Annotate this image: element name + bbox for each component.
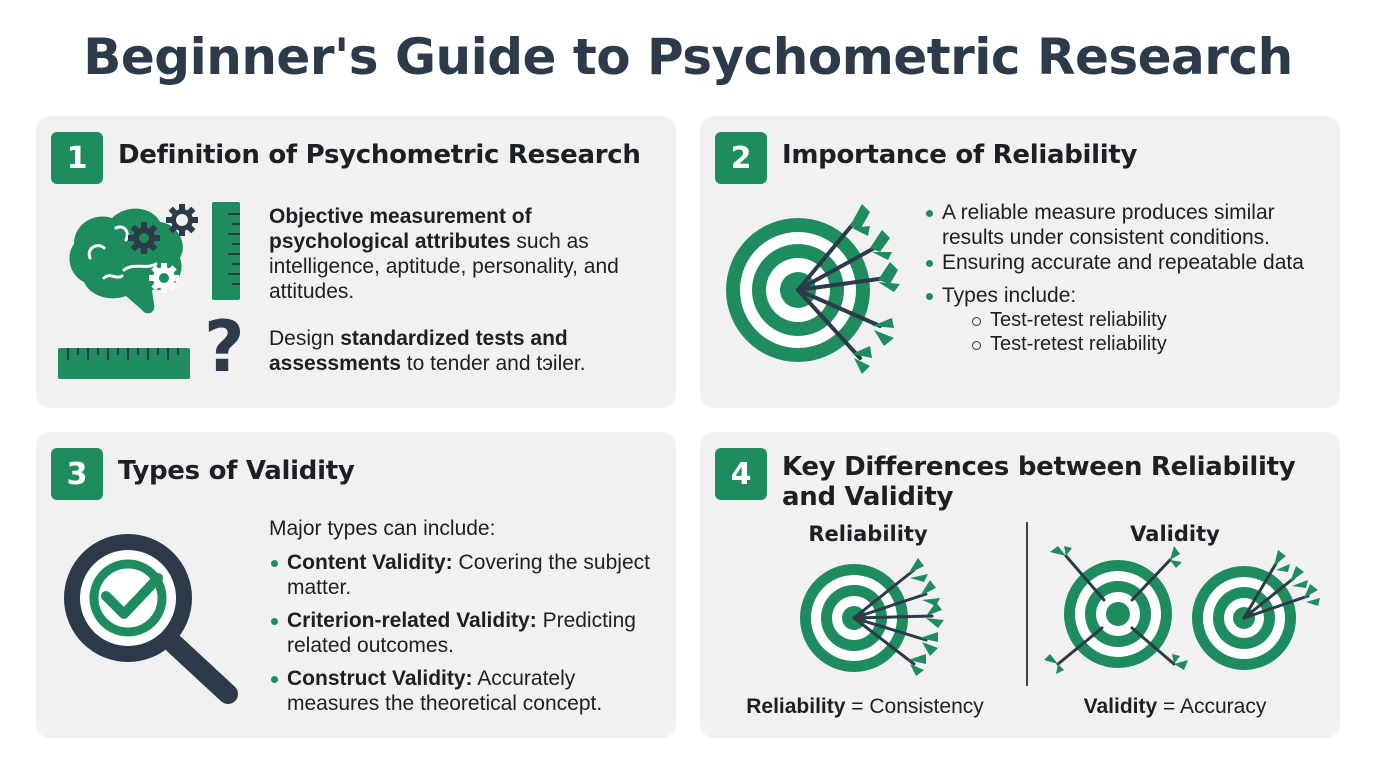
- validity-caption: Validity = Accuracy: [1060, 695, 1290, 719]
- caption-text: = Accuracy: [1157, 695, 1267, 718]
- list-item: Construct Validity: Accurately measures …: [269, 666, 669, 716]
- clustered-target-icon: [1192, 550, 1320, 670]
- section-number-badge: 3: [51, 448, 103, 500]
- section-number-badge: 4: [715, 448, 767, 500]
- magnifier-check-icon: [64, 534, 238, 704]
- section-differences-card: 4 Key Differences between Reliability an…: [700, 432, 1340, 738]
- validity-desc: Covering the subject matter.: [287, 551, 650, 599]
- scattered-target-icon: [1044, 546, 1188, 674]
- list-item: Criterion-related Validity: Predicting r…: [269, 608, 669, 658]
- validity-intro: Major types can include:: [269, 517, 496, 540]
- reliability-heading: Reliability: [808, 522, 928, 546]
- column-divider: [1026, 522, 1028, 686]
- list-item: A reliable measure produces similar resu…: [922, 200, 1332, 250]
- sub-list-item: Test-retest reliability: [970, 308, 1332, 332]
- list-item: Content Validity: Covering the subject m…: [269, 550, 669, 600]
- validity-term: Construct Validity:: [287, 667, 473, 690]
- validity-type-list: Content Validity: Covering the subject m…: [269, 550, 669, 724]
- question-mark-icon: ?: [204, 306, 245, 388]
- definition-text: such as intelligence, aptitude, personal…: [269, 230, 619, 303]
- validity-desc: Accurately measures the theoretical conc…: [287, 667, 603, 715]
- section-number-badge: 2: [715, 132, 767, 184]
- definition-paragraph: Objective measurement of psychological a…: [269, 204, 659, 304]
- validity-desc: Predicting related outcomes.: [287, 609, 636, 657]
- list-item: Ensuring accurate and repeatable data: [922, 250, 1332, 275]
- reliability-sub-list: Test-retest reliability Test-retest reli…: [942, 308, 1332, 356]
- section-number-badge: 1: [51, 132, 103, 184]
- definition-bold-text: Objective measurement of psychological a…: [269, 205, 532, 253]
- vertical-ruler-icon: [212, 202, 240, 300]
- validity-term: Content Validity:: [287, 551, 453, 574]
- caption-bold: Reliability: [746, 695, 846, 718]
- caption-text: = Consistency: [845, 695, 984, 718]
- section-reliability-card: 2 Importance of Reliability A reliable m…: [700, 116, 1340, 408]
- section-title: Types of Validity: [118, 456, 355, 486]
- reliability-target-icon: [800, 558, 944, 676]
- target-arrows-icon: [726, 204, 900, 374]
- reliability-caption: Reliability = Consistency: [730, 695, 1000, 719]
- design-bold-text: standardized tests and assessments: [269, 327, 568, 375]
- validity-heading: Validity: [1130, 522, 1220, 546]
- section-title: Key Differences between Reliability and …: [782, 452, 1296, 512]
- list-item-text: Types include:: [942, 284, 1077, 307]
- reliability-bullet-list: A reliable measure produces similar resu…: [922, 200, 1332, 356]
- caption-bold: Validity: [1083, 695, 1158, 718]
- design-text: to tender and tэiler.: [400, 352, 586, 375]
- sub-list-item: Test-retest reliability: [970, 332, 1332, 356]
- page-title: Beginner's Guide to Psychometric Researc…: [83, 28, 1293, 86]
- horizontal-ruler-icon: [58, 348, 190, 379]
- brain-gears-icon: [69, 204, 198, 314]
- section-definition-card: 1 Definition of Psychometric Research: [36, 116, 676, 408]
- section-validity-card: 3 Types of Validity Major types can incl…: [36, 432, 676, 738]
- validity-term: Criterion-related Validity:: [287, 609, 537, 632]
- section-title: Definition of Psychometric Research: [118, 140, 641, 170]
- list-item: Types include: Test-retest reliability T…: [922, 283, 1332, 356]
- design-paragraph: Design standardized tests and assessment…: [269, 326, 659, 376]
- design-prefix-text: Design: [269, 327, 341, 350]
- section-title: Importance of Reliability: [782, 140, 1138, 170]
